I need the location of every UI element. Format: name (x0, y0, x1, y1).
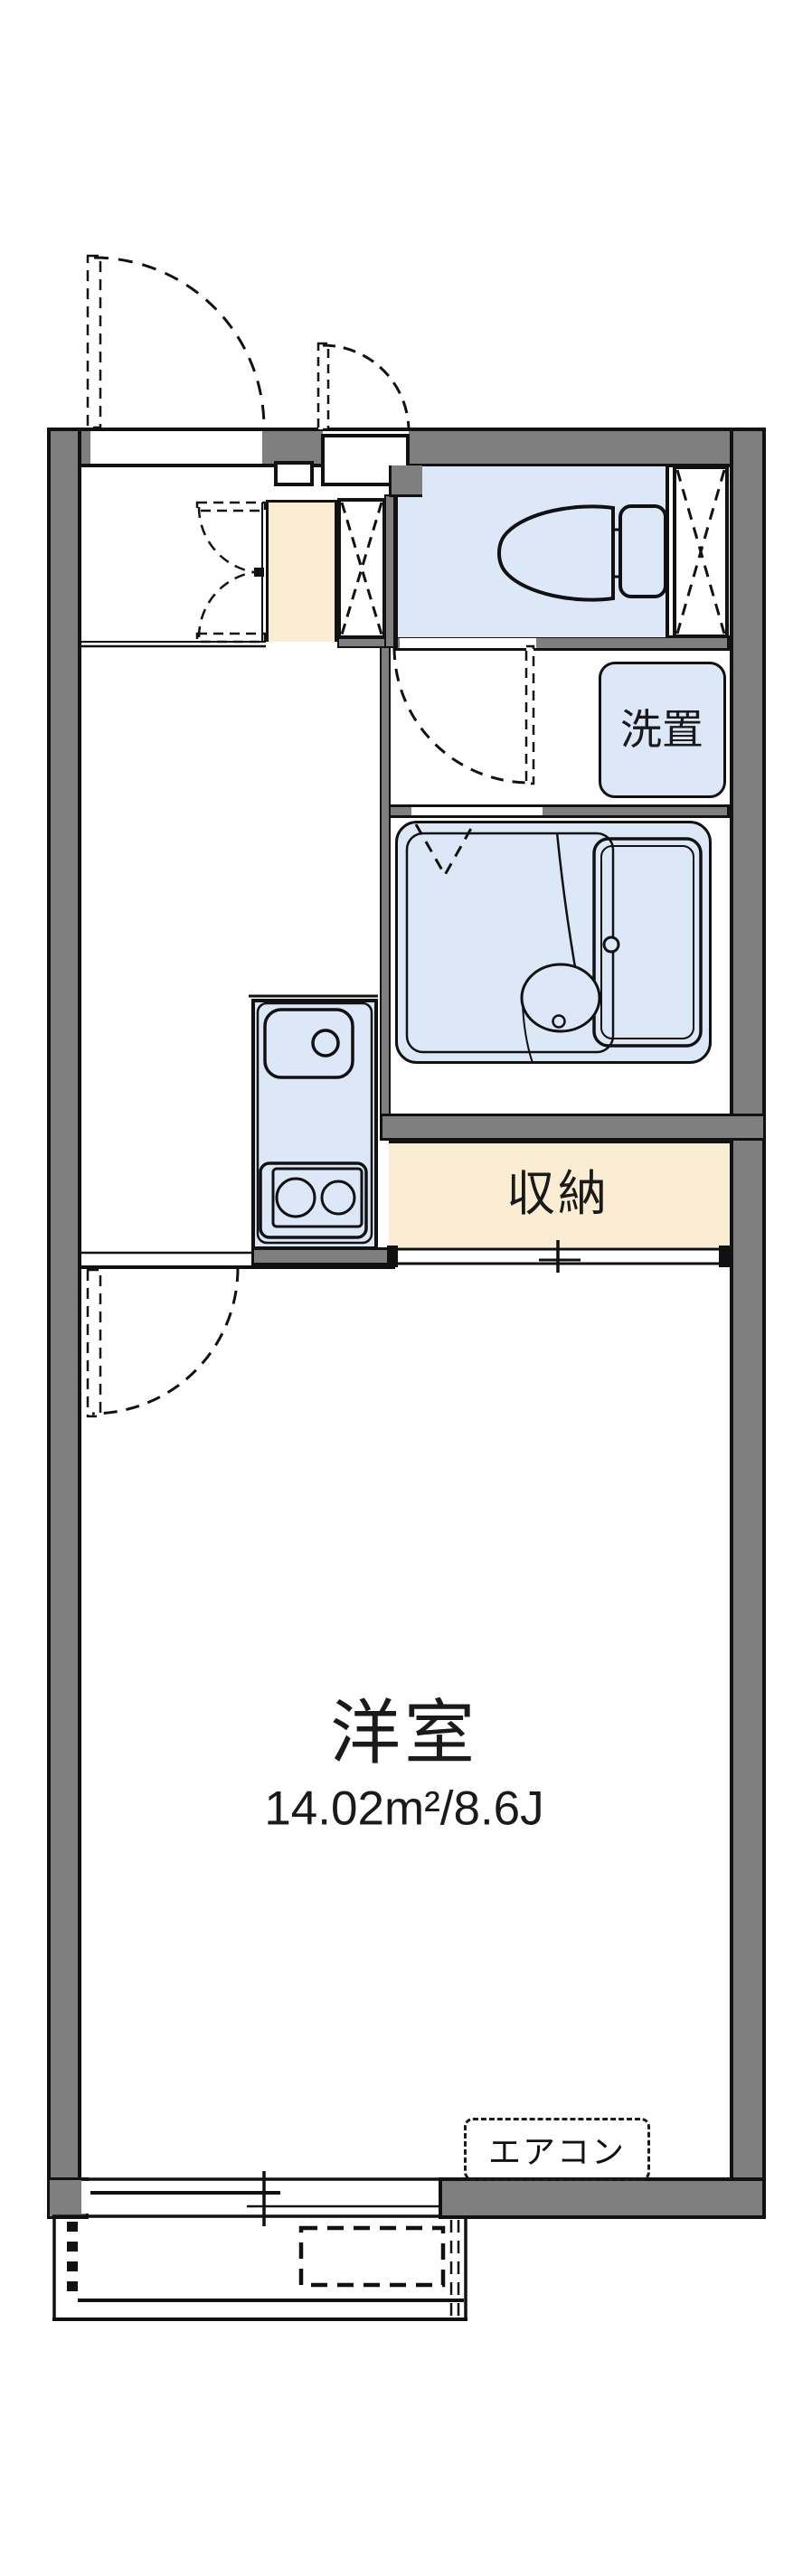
kitchen-interior (249, 994, 378, 1245)
balcony (52, 2219, 467, 2321)
room-title-label: 洋室 (329, 1693, 479, 1772)
kitchen-faucet-icon (311, 1029, 340, 1058)
aircon-label: エアコン (487, 2133, 626, 2170)
washer-place-label: 洗置 (620, 706, 703, 753)
toilet-door-opening (400, 638, 536, 648)
room-door-swing (86, 1267, 240, 1418)
bath-door-opening (411, 807, 543, 815)
closet-door-handle (254, 568, 264, 577)
aircon-dashed-box: エアコン (464, 2118, 650, 2181)
room-top-boundary (81, 1251, 395, 1269)
bath-folding-door-icon (414, 823, 475, 879)
balcony-equipment-box (298, 2225, 446, 2288)
balcony-hatch (67, 2222, 78, 2291)
genkan-floor (266, 500, 337, 642)
toilet-fixture (497, 504, 667, 602)
wall-bath-bottom (380, 1114, 766, 1141)
kitchen-stove (259, 1161, 368, 1239)
toilet-door-swing (392, 644, 535, 785)
window-opening (81, 2181, 439, 2214)
room-area-label: 14.02m²/8.6J (264, 1782, 544, 1836)
entry-door-swing-small (316, 342, 411, 432)
bathroom-interior (405, 823, 703, 1064)
bath-sink (520, 963, 601, 1033)
entry-vestibule-box (321, 434, 410, 486)
toilet-notch-cover (389, 465, 422, 497)
entry-step-box (274, 461, 314, 486)
ps-shaft-left-x-icon (340, 502, 383, 635)
entrance-opening (90, 431, 262, 464)
washer-place-panel (599, 662, 726, 798)
window-symbol (52, 2171, 442, 2226)
entrance-door-swing (86, 254, 266, 429)
storage-label: 収納 (506, 1167, 609, 1221)
toilet-room (395, 466, 669, 637)
ps-shaft-right-x-icon (675, 469, 726, 635)
hall-floor-lines (81, 641, 266, 648)
kitchen-sink (263, 1008, 354, 1079)
storage-sliding-door (387, 1240, 730, 1273)
wall-left (47, 428, 81, 2219)
storage-area (389, 1141, 730, 1247)
closet-double-door (195, 501, 267, 644)
ps-shaft-left (337, 498, 386, 639)
